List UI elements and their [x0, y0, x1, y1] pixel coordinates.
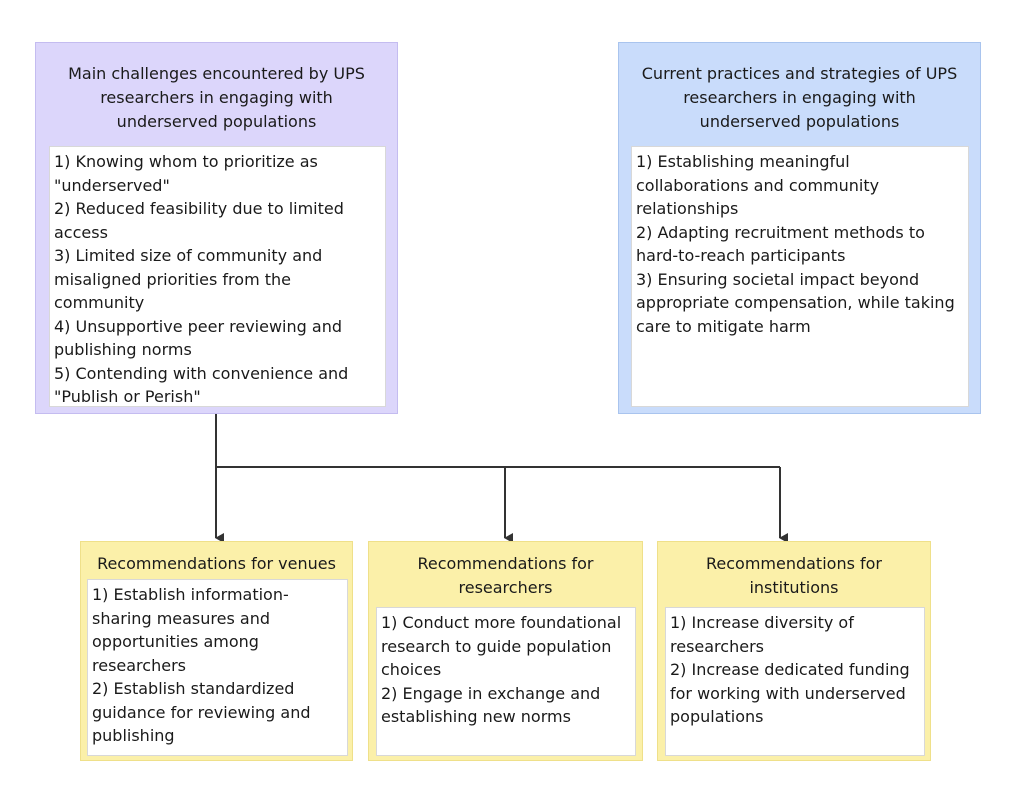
list-item: 2) Establish standardized guidance for r… [92, 679, 311, 745]
researchers-list: 1) Conduct more foundational research to… [376, 607, 636, 756]
practices-list: 1) Establishing meaningful collaboration… [631, 146, 969, 407]
venues-title: Recommendations for venues [97, 554, 336, 573]
venues-box: Recommendations for venues 1) Establish … [80, 541, 353, 761]
venues-list: 1) Establish information-sharing measure… [87, 579, 348, 756]
practices-box: Current practices and strategies of UPS … [618, 42, 981, 414]
list-item: 3) Ensuring societal impact beyond appro… [636, 269, 955, 336]
list-item: 1) Establishing meaningful collaboration… [636, 152, 880, 218]
researchers-box: Recommendations for researchers 1) Condu… [368, 541, 643, 761]
list-item: 2) Increase dedicated funding for workin… [670, 660, 910, 726]
challenges-list: 1) Knowing whom to prioritize as "unders… [49, 146, 386, 407]
institutions-list: 1) Increase diversity of researchers 2) … [665, 607, 925, 756]
list-item: 1) Conduct more foundational research to… [381, 613, 622, 679]
list-item: 1) Knowing whom to prioritize as "unders… [54, 152, 318, 195]
institutions-box: Recommendations for institutions 1) Incr… [657, 541, 931, 761]
researchers-title: Recommendations for researchers [417, 554, 594, 597]
list-item: 4) Unsupportive peer reviewing and publi… [54, 316, 342, 360]
list-item: 2) Adapting recruitment methods to hard-… [636, 222, 925, 266]
list-item: 2) Reduced feasibility due to limited ac… [54, 199, 344, 242]
practices-title: Current practices and strategies of UPS … [641, 64, 958, 131]
list-item: 5) Contending with convenience and "Publ… [54, 363, 349, 407]
institutions-title: Recommendations for institutions [705, 554, 882, 597]
list-item: 2) Engage in exchange and establishing n… [381, 683, 601, 727]
challenges-title: Main challenges encountered by UPS resea… [68, 64, 365, 131]
list-item: 3) Limited size of community and misalig… [54, 246, 323, 312]
challenges-box: Main challenges encountered by UPS resea… [35, 42, 398, 414]
list-item: 1) Increase diversity of researchers [670, 613, 854, 656]
list-item: 1) Establish information-sharing measure… [92, 585, 289, 675]
